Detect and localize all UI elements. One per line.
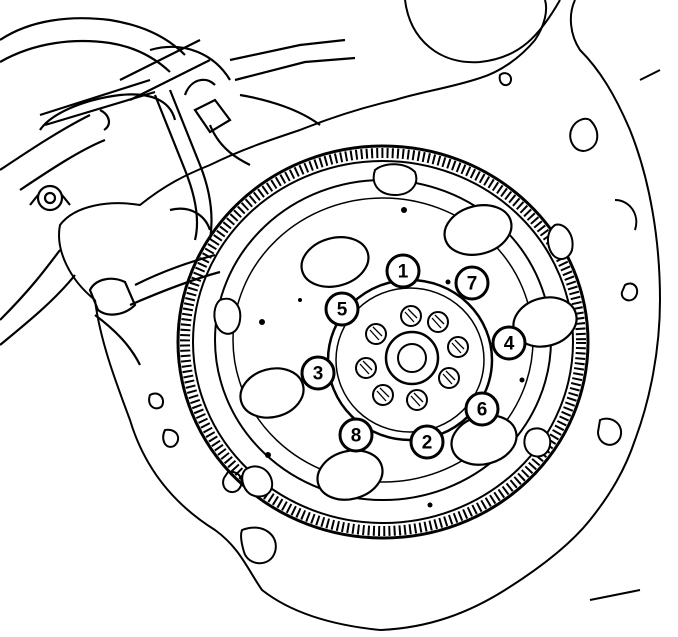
bolt-head: [355, 357, 377, 379]
callout-5: 5: [324, 291, 360, 327]
bolt-head: [438, 367, 460, 389]
engine-block-outline: [58, 0, 661, 631]
bolt-head: [365, 323, 387, 345]
crank-bolts: [355, 305, 469, 411]
ring-gear-outer: [176, 144, 590, 540]
flywheel: [176, 144, 590, 540]
callout-1-label: 1: [398, 262, 409, 283]
ring-gear-teeth: [180, 148, 586, 536]
pipes-and-hoses: [0, 17, 356, 366]
bolt-head: [406, 389, 428, 411]
crank-center-bore-inner: [397, 343, 427, 373]
callout-2: 2: [409, 424, 445, 460]
hub-ring-inner: [335, 287, 485, 433]
callout-6-label: 6: [477, 400, 488, 421]
callout-6: 6: [464, 391, 500, 427]
bolt-head: [427, 311, 449, 333]
callout-2-label: 2: [422, 433, 433, 454]
callout-5-label: 5: [337, 300, 348, 321]
callout-3-label: 3: [313, 364, 324, 385]
bolt-head: [372, 384, 394, 406]
callout-4: 4: [491, 325, 527, 361]
callout-7: 7: [454, 265, 490, 301]
callout-8-label: 8: [351, 426, 362, 447]
bolt-hatching: [359, 308, 465, 407]
callout-8: 8: [338, 417, 374, 453]
plate-lobes: [213, 163, 574, 498]
callout-3: 3: [300, 355, 336, 391]
ring-gear-root: [192, 160, 574, 524]
callout-4-label: 4: [504, 334, 515, 355]
bolt-head: [447, 336, 469, 358]
bolt-head: [400, 305, 422, 327]
callout-7-label: 7: [467, 274, 478, 295]
plate-holes: [239, 204, 578, 501]
plate-dots: [259, 207, 525, 508]
callout-1: 1: [385, 253, 421, 289]
